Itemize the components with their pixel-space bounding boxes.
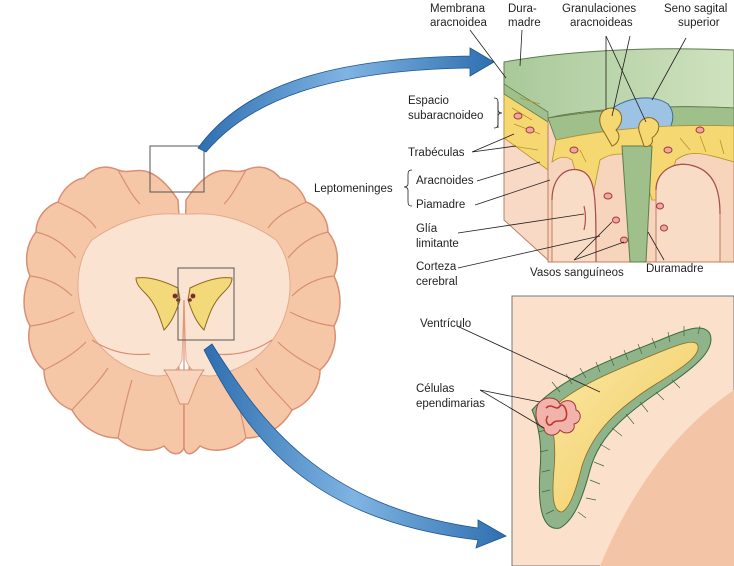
label-seno-sagital-superior: Seno sagital superior <box>664 3 731 29</box>
choroid-plexus-vessel <box>545 404 568 426</box>
label-piamadre: Piamadre <box>416 199 465 211</box>
zoom-box-meninges <box>149 145 205 193</box>
falx-cerebri <box>621 145 653 263</box>
label-aracnoides: Aracnoides <box>416 175 474 187</box>
arrow-to-ventricle <box>203 343 507 549</box>
label-membrana-aracnoidea: Membrana aracnoidea <box>430 3 488 29</box>
brainstem-cut <box>162 369 206 405</box>
ependymal-cell-borders <box>537 325 701 519</box>
pia-line <box>551 163 721 263</box>
arrow-to-meninges <box>197 47 495 153</box>
label-corteza-cerebral: Corteza cerebral <box>416 261 459 288</box>
arachnoid-granulation-left <box>599 107 622 147</box>
glia-limitante-mark <box>583 205 587 231</box>
label-ventriculo: Ventrículo <box>420 318 471 330</box>
panel-darker-tissue <box>600 390 734 566</box>
bracket-espacio <box>493 97 503 129</box>
label-glia-limitante: Glía limitante <box>416 223 459 250</box>
ventricle-panel <box>511 295 734 566</box>
left-lateral-ventricle <box>135 277 181 331</box>
label-celulas-ependimarias: Células ependimarias <box>416 383 485 410</box>
coronal-brain-section <box>23 145 341 455</box>
right-lateral-ventricle <box>187 277 233 331</box>
zoom-box-ventricle <box>177 267 235 341</box>
arachnoid-granulation-right <box>638 117 660 147</box>
label-granulaciones-aracnoideas: Granulaciones aracnoideas <box>562 3 639 29</box>
bracket-leptomeninges <box>403 169 413 207</box>
meninges-block <box>503 48 734 263</box>
label-espacio-subaracnoideo: Espacio subaracnoideo <box>408 95 483 122</box>
label-trabeculas: Trabéculas <box>408 147 465 159</box>
blood-vessels <box>513 112 705 244</box>
ventricle-lumen <box>547 341 699 513</box>
choroid-plexus <box>172 293 196 302</box>
label-vasos-sanguineos: Vasos sanguíneos <box>530 267 624 279</box>
label-duramadre-bottom: Duramadre <box>646 263 704 275</box>
label-leptomeninges: Leptomeninges <box>314 183 393 195</box>
label-duramadre-top: Dura- madre <box>508 3 541 29</box>
white-matter <box>77 213 291 377</box>
